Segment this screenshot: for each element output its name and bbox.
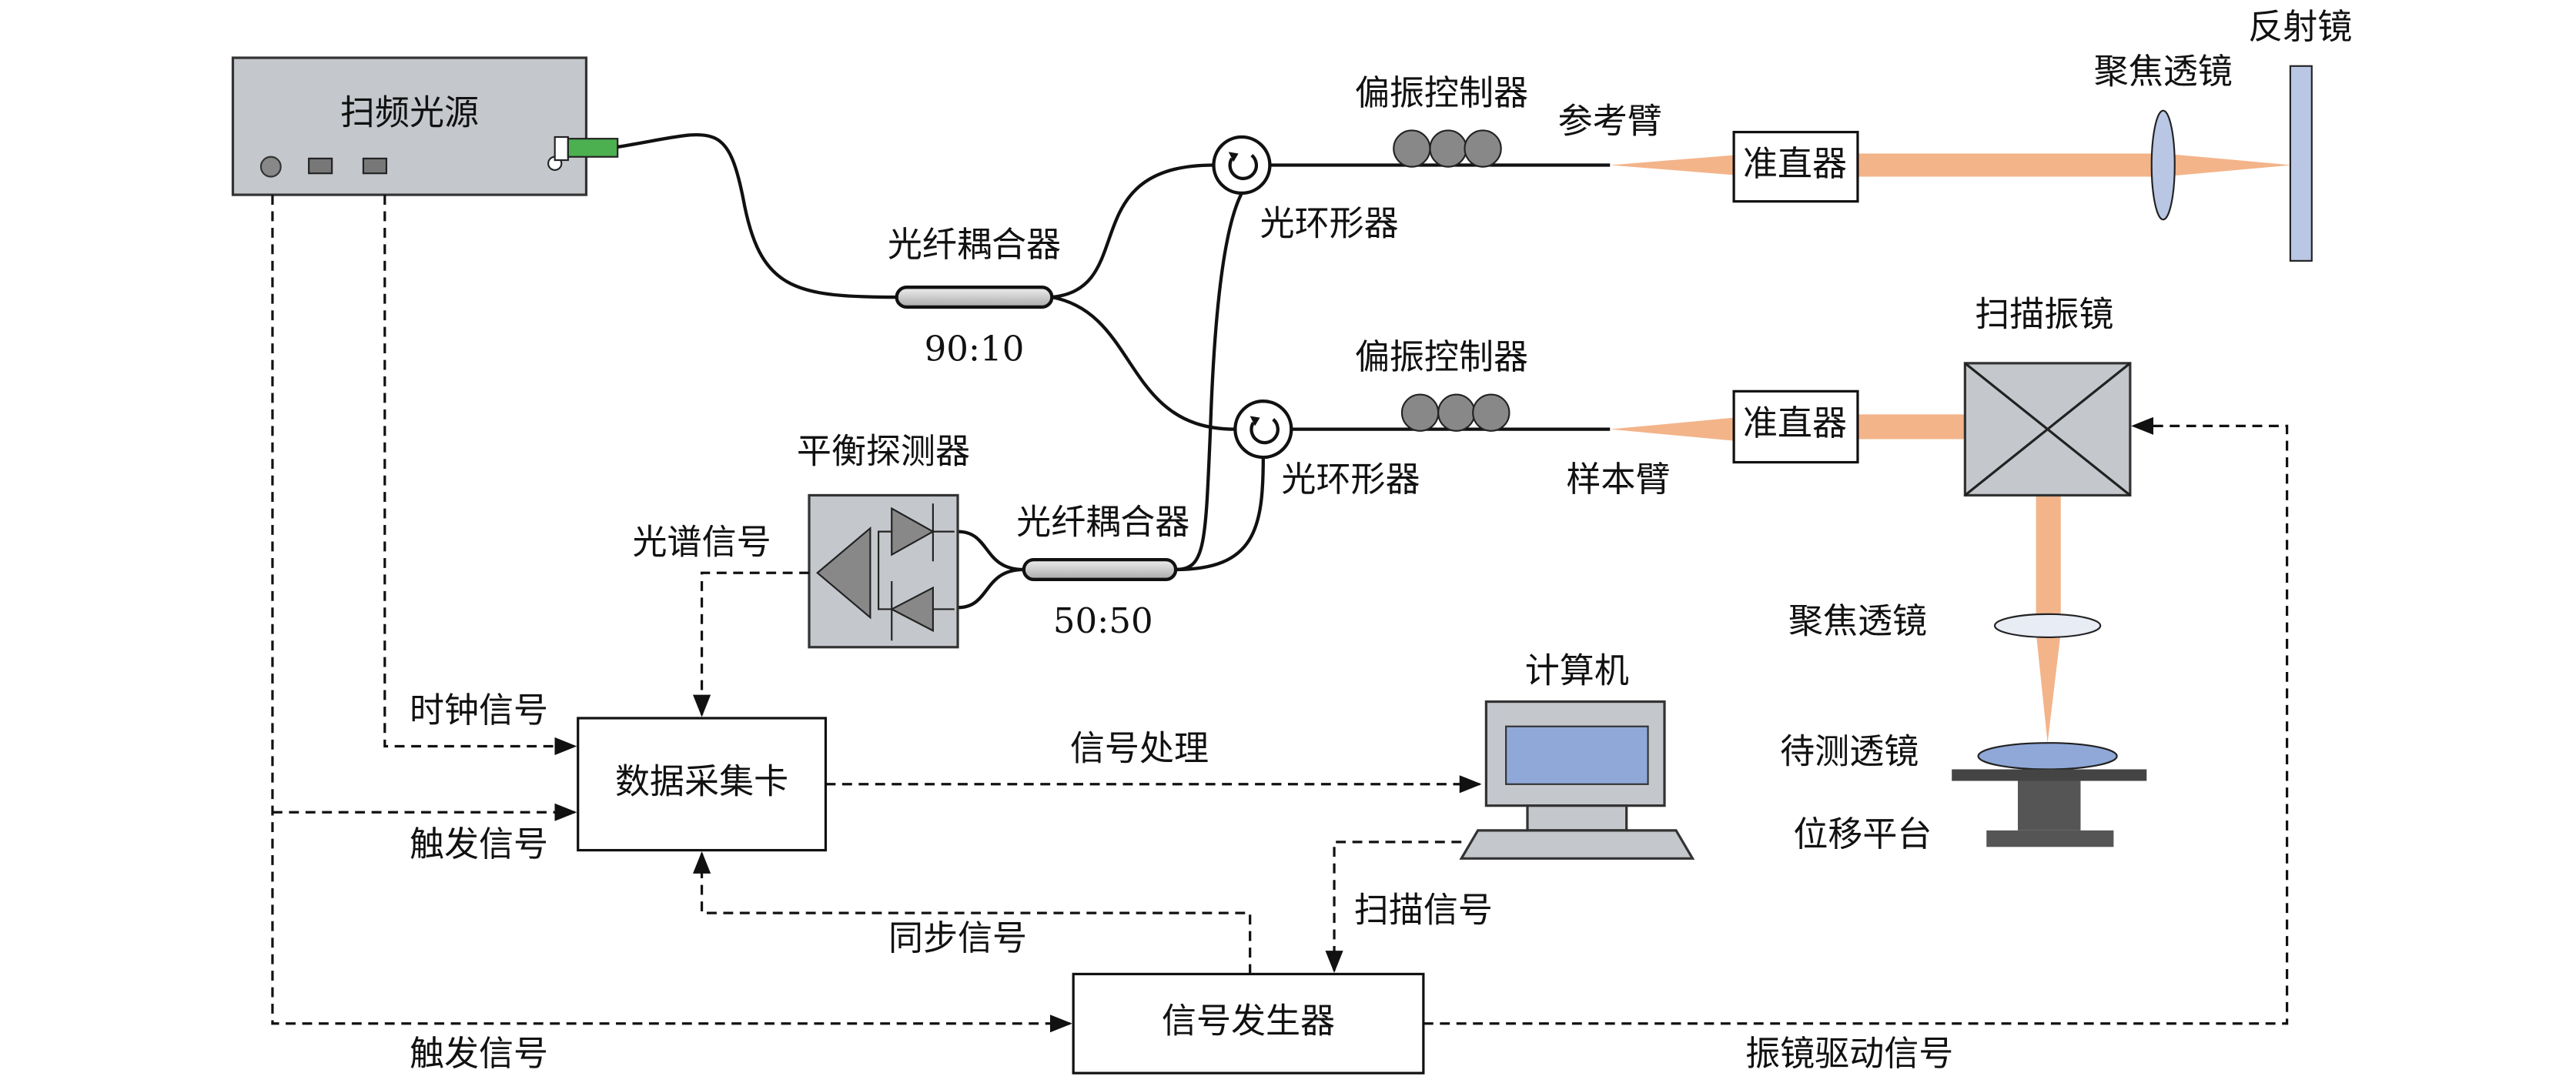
computer-label: 计算机 <box>1525 650 1629 691</box>
clock-signal-label: 时钟信号 <box>410 690 548 730</box>
spectral-line <box>693 571 810 717</box>
collimator1-label: 准直器 <box>1743 143 1847 184</box>
galvo-label: 扫描振镜 <box>1975 293 2113 334</box>
collimator-2: 准直器 <box>1732 389 1859 464</box>
fiber <box>1052 163 1214 299</box>
circulator1-label: 光环形器 <box>1260 202 1399 243</box>
trigger-signal1-label: 触发信号 <box>410 824 548 864</box>
focus-lens1-label: 聚焦透镜 <box>2094 51 2233 92</box>
sync-line <box>693 851 1252 974</box>
signal-processing-label: 信号处理 <box>1070 727 1209 768</box>
sample-arm-label: 样本臂 <box>1566 459 1670 500</box>
focus-lens-2 <box>1993 613 2102 638</box>
sample-beam <box>2036 632 2061 744</box>
galvo-drive-line <box>1423 416 2289 1025</box>
test-lens-label: 待测透镜 <box>1780 731 1919 772</box>
fiber <box>1176 457 1265 572</box>
collimator-1: 准直器 <box>1732 130 1859 203</box>
coupler1-label: 光纤耦合器 <box>888 224 1061 265</box>
signal-generator: 信号发生器 <box>1072 972 1425 1075</box>
scan-line <box>1325 841 1462 974</box>
trigger-signal2-label: 触发信号 <box>410 1033 548 1074</box>
sample-beam <box>1610 417 1735 441</box>
focus-lens2-label: 聚焦透镜 <box>1788 600 1927 641</box>
fiber <box>617 132 897 299</box>
mirror-label: 反射镜 <box>2248 6 2352 47</box>
fiber <box>957 530 1024 572</box>
spectral-signal-label: 光谱信号 <box>633 521 771 562</box>
reference-mirror <box>2289 65 2313 262</box>
circulator2-label: 光环形器 <box>1281 459 1420 500</box>
stage-label: 位移平台 <box>1793 814 1932 854</box>
test-lens <box>1977 742 2118 770</box>
pc1-label: 偏振控制器 <box>1355 72 1528 113</box>
reference-beam <box>1857 153 2163 177</box>
reference-beam <box>1610 155 1735 175</box>
galvo-drive-signal-label: 振镜驱动信号 <box>1745 1033 1953 1074</box>
scan-signal-label: 扫描信号 <box>1354 890 1493 931</box>
detector-label: 平衡探测器 <box>797 430 970 471</box>
daq-label: 数据采集卡 <box>615 760 788 801</box>
focus-lens-1 <box>2150 109 2176 221</box>
swept-source: 扫频光源 <box>231 56 619 196</box>
circulator-1: 光环形器 <box>1212 135 1399 243</box>
reference-arm-label: 参考臂 <box>1558 100 1662 141</box>
balanced-detector: 平衡探测器 <box>797 430 970 649</box>
computer: 计算机 <box>1459 650 1695 860</box>
sync-signal-label: 同步信号 <box>888 918 1027 958</box>
signal-generator-label: 信号发生器 <box>1162 1000 1335 1041</box>
pc2-label: 偏振控制器 <box>1355 336 1528 377</box>
trigger-line <box>271 195 1072 1033</box>
sample-beam <box>1857 414 1965 440</box>
fiber-coupler-90-10: 光纤耦合器 90:10 <box>888 224 1061 369</box>
fiber <box>1051 295 1236 431</box>
clock-line <box>383 195 577 756</box>
polarization-controller-2: 偏振控制器 样本臂 <box>1355 336 1671 500</box>
source-label: 扫频光源 <box>340 92 479 133</box>
coupler2-label: 光纤耦合器 <box>1016 502 1189 543</box>
fiber <box>1176 192 1243 572</box>
polarization-controller-1: 偏振控制器 参考臂 <box>1355 72 1662 168</box>
fiber <box>957 567 1024 610</box>
collimator2-label: 准直器 <box>1743 403 1847 443</box>
sample-beam <box>2036 495 2061 620</box>
galvo-scanner: 扫描振镜 <box>1963 293 2132 497</box>
circulator-2: 光环形器 <box>1233 399 1420 500</box>
coupler2-ratio: 50:50 <box>1053 600 1153 641</box>
translation-stage: 位移平台 <box>1793 769 2147 854</box>
fiber-coupler-50-50: 光纤耦合器 50:50 <box>1016 502 1189 642</box>
reference-beam <box>2163 153 2293 177</box>
coupler1-ratio: 90:10 <box>925 328 1025 369</box>
daq-card: 数据采集卡 <box>577 717 828 852</box>
